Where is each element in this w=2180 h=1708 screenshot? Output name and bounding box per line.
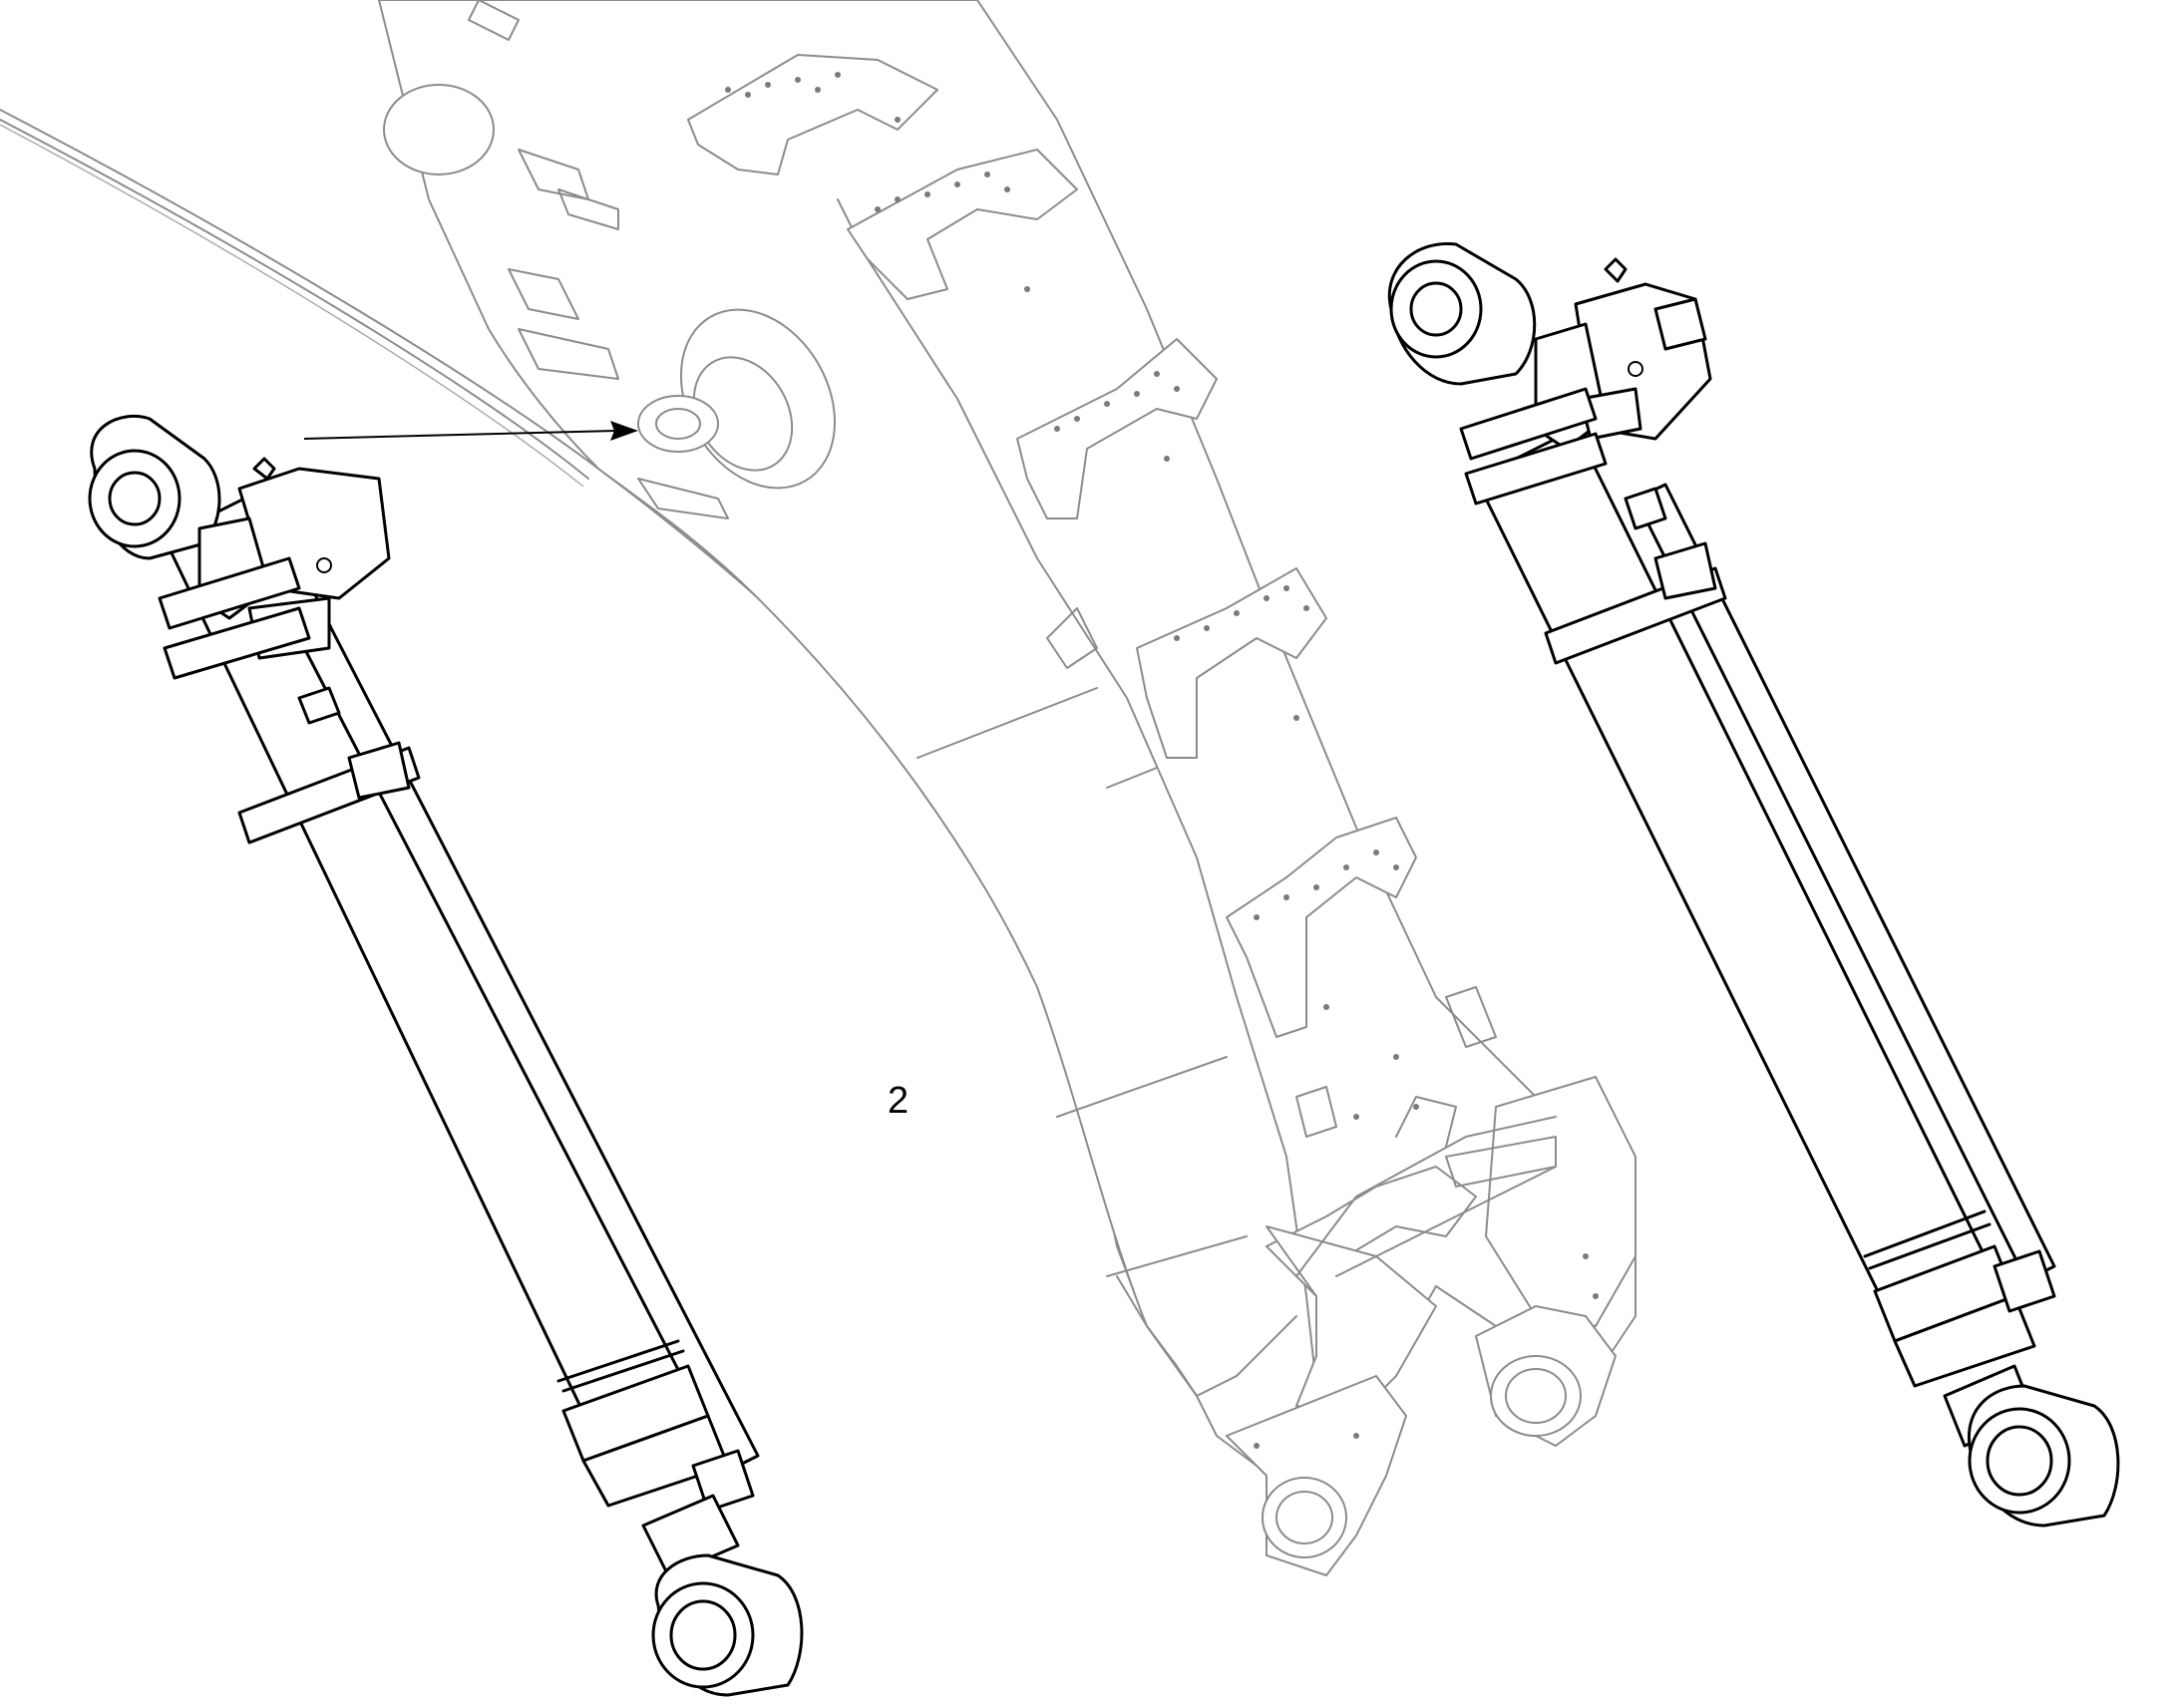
boom-brackets (468, 0, 1497, 1138)
boom-structure (0, 0, 1636, 1576)
hydraulic-cylinder-left (88, 414, 804, 1697)
boom-oval-cutout (383, 84, 495, 175)
boom-pin-bores (1226, 1305, 1617, 1576)
callout-label-2: 2 (888, 1080, 909, 1122)
boom-bolt-holes (725, 72, 1599, 1449)
boom-pivot-boss (637, 308, 837, 490)
boom-clevis (1266, 1076, 1636, 1417)
leader-arrow (303, 421, 638, 441)
hydraulic-cylinder-right (1387, 241, 2120, 1528)
